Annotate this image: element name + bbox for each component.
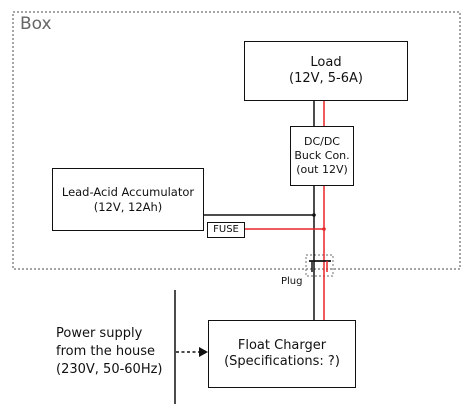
plug-label: Plug [281,276,303,287]
charger-title: Float Charger [237,337,327,353]
mains-line2: from the house [56,344,156,359]
battery-block: Lead-Acid Accumulator (12V, 12Ah) [52,168,204,231]
float-charger-block: Float Charger (Specifications: ?) [208,320,356,388]
load-spec: (12V, 5-6A) [289,71,363,86]
box-label: Box [20,14,52,34]
fuse-block: FUSE [207,222,245,238]
junction-neg [312,213,316,217]
load-title: Load [310,54,342,70]
battery-title: Lead-Acid Accumulator [61,185,195,200]
dcdc-line1: DC/DC [303,135,340,149]
mains-supply-text: Power supply from the house (230V, 50-60… [56,325,163,379]
arrow-head-icon [199,347,208,357]
plug-outline [305,254,334,277]
charger-spec: (Specifications: ?) [224,354,340,369]
junction-pos [322,227,326,231]
dcdc-converter-block: DC/DC Buck Con. (out 12V) [290,126,354,186]
load-block: Load (12V, 5-6A) [244,41,408,101]
mains-line3: (230V, 50-60Hz) [56,362,163,377]
mains-line1: Power supply [56,326,143,341]
fuse-label: FUSE [213,223,239,235]
dcdc-line3: (out 12V) [296,162,348,176]
dcdc-line2: Buck Con. [294,149,350,163]
battery-spec: (12V, 12Ah) [93,199,163,214]
